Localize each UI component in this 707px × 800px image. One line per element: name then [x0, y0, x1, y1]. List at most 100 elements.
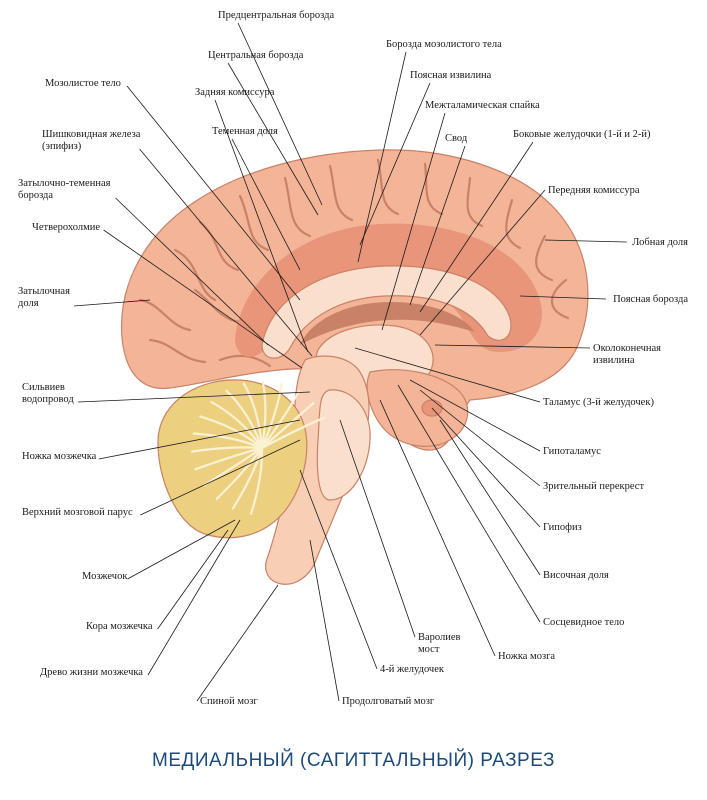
label-line: Боковые желудочки (1-й и 2-й) [513, 129, 651, 140]
label-line: Центральная борозда [208, 50, 304, 61]
label-line: Мозолистое тело [45, 78, 121, 89]
label-quadrigeminal: Четверохолмие [32, 222, 100, 233]
arbor-branch [203, 446, 264, 487]
leader-paraterminal-gyrus [434, 344, 591, 349]
leader-cerebellum [127, 519, 236, 580]
leader-thalamus [354, 347, 541, 403]
leader-arbor-vitae [147, 519, 241, 676]
label-line: (эпифиз) [42, 141, 82, 152]
gyrus-fold [328, 164, 354, 222]
gyrus-fold [505, 198, 522, 250]
label-cerebral-peduncle: Ножка мозга [498, 651, 555, 662]
arbor-branch [260, 401, 315, 450]
arbor-branch [210, 400, 264, 450]
label-line: Поясная извилина [410, 70, 492, 81]
gyrus-fold [193, 288, 242, 324]
leader-optic-chiasm [419, 389, 541, 487]
label-line: Затылочная [18, 286, 70, 297]
label-medulla: Продолговатый мозг [342, 696, 435, 707]
leader-cerebellar-peduncle [98, 419, 301, 460]
label-fourth-ventricle: 4-й желудочек [380, 664, 445, 675]
leader-superior-medullary-velum [140, 439, 301, 516]
leader-parieto-occipital-sulcus [115, 197, 269, 346]
gyrus-fold [198, 220, 240, 272]
label-line: извилина [593, 355, 635, 366]
label-frontal-lobe: Лобная доля [632, 237, 688, 248]
label-line: Ножка мозга [498, 651, 555, 662]
label-line: 4-й желудочек [380, 664, 445, 675]
arbor-branch [231, 446, 264, 510]
label-line: Височная доля [543, 570, 609, 581]
leader-temporal-lobe [439, 419, 541, 576]
label-line: Варолиев [418, 632, 461, 643]
label-line: Межталамическая спайка [425, 100, 540, 111]
arbor-branch [199, 415, 264, 450]
leader-sylvian-aqueduct [77, 391, 311, 403]
leader-interthalamic-adhesion [381, 112, 446, 331]
label-line: Передняя комиссура [548, 185, 640, 196]
arbor-branch [242, 382, 264, 450]
label-thalamus: Таламус (3-й желудочек) [543, 397, 654, 408]
label-optic-chiasm: Зрительный перекрест [543, 481, 644, 492]
arbor-branch [249, 446, 264, 515]
label-line: Мозжечок [82, 571, 128, 582]
label-cingulate-sulcus: Поясная борозда [613, 294, 688, 305]
leader-lateral-ventricles [419, 141, 534, 313]
label-line: борозда [18, 190, 53, 201]
label-lateral-ventricles: Боковые желудочки (1-й и 2-й) [513, 129, 651, 140]
leader-fornix [409, 145, 466, 306]
label-spinal-cord: Спиной мозг [200, 696, 258, 707]
leader-parietal-lobe [231, 138, 301, 271]
ventricle-shape [300, 302, 475, 345]
label-central-sulcus: Центральная борозда [208, 50, 304, 61]
gyrus-fold [550, 278, 570, 320]
leader-medulla [309, 539, 340, 702]
label-line: Теменная доля [212, 126, 278, 137]
label-line: Гипоталамус [543, 446, 601, 457]
label-line: Зрительный перекрест [543, 481, 644, 492]
label-superior-medullary-velum: Верхний мозговой парус [22, 507, 133, 518]
label-anterior-commissure: Передняя комиссура [548, 185, 640, 196]
label-line: водопровод [22, 394, 74, 405]
label-mammillary-body: Сосцевидное тело [543, 617, 624, 628]
leader-occipital-lobe [73, 299, 151, 307]
label-fornix: Свод [445, 133, 468, 144]
diagram-title: МЕДИАЛЬНЫЙ (САГИТТАЛЬНЫЙ) РАЗРЕЗ [152, 750, 555, 771]
leader-mammillary-body [397, 384, 541, 623]
leader-central-sulcus [227, 62, 319, 216]
gyrus-fold [148, 338, 207, 364]
arbor-branch [260, 416, 326, 450]
leader-cerebral-peduncle [379, 399, 496, 657]
cerebellum-shape [157, 379, 308, 539]
arbor-branch [260, 383, 283, 450]
arbor-branch [192, 432, 264, 450]
label-line: Продолговатый мозг [342, 696, 435, 707]
leader-lines [73, 22, 627, 702]
label-line: Шишковидная железа [42, 129, 141, 140]
label-hypothalamus: Гипоталамус [543, 446, 601, 457]
arbor-branch [215, 446, 264, 500]
label-callosal-sulcus: Борозда мозолистого тела [386, 39, 502, 50]
label-line: Древо жизни мозжечка [40, 667, 143, 678]
label-line: Сосцевидное тело [543, 617, 624, 628]
corpus-callosum-shape [261, 265, 512, 359]
label-precentral-sulcus: Предцентральная борозда [218, 10, 334, 21]
label-line: мост [418, 644, 440, 655]
leader-spinal-cord [196, 584, 279, 702]
leader-pituitary [431, 407, 541, 528]
label-parietal-lobe: Теменная доля [212, 126, 278, 137]
leader-quadrigeminal [103, 229, 303, 369]
label-line: Лобная доля [632, 237, 688, 248]
arbor-branch [260, 390, 300, 450]
label-line: Поясная борозда [613, 294, 688, 305]
label-line: Предцентральная борозда [218, 10, 334, 21]
label-corpus-callosum: Мозолистое тело [45, 78, 121, 89]
gyrus-fold [173, 248, 217, 302]
gyrus-fold [283, 176, 312, 238]
label-line: Четверохолмие [32, 222, 100, 233]
